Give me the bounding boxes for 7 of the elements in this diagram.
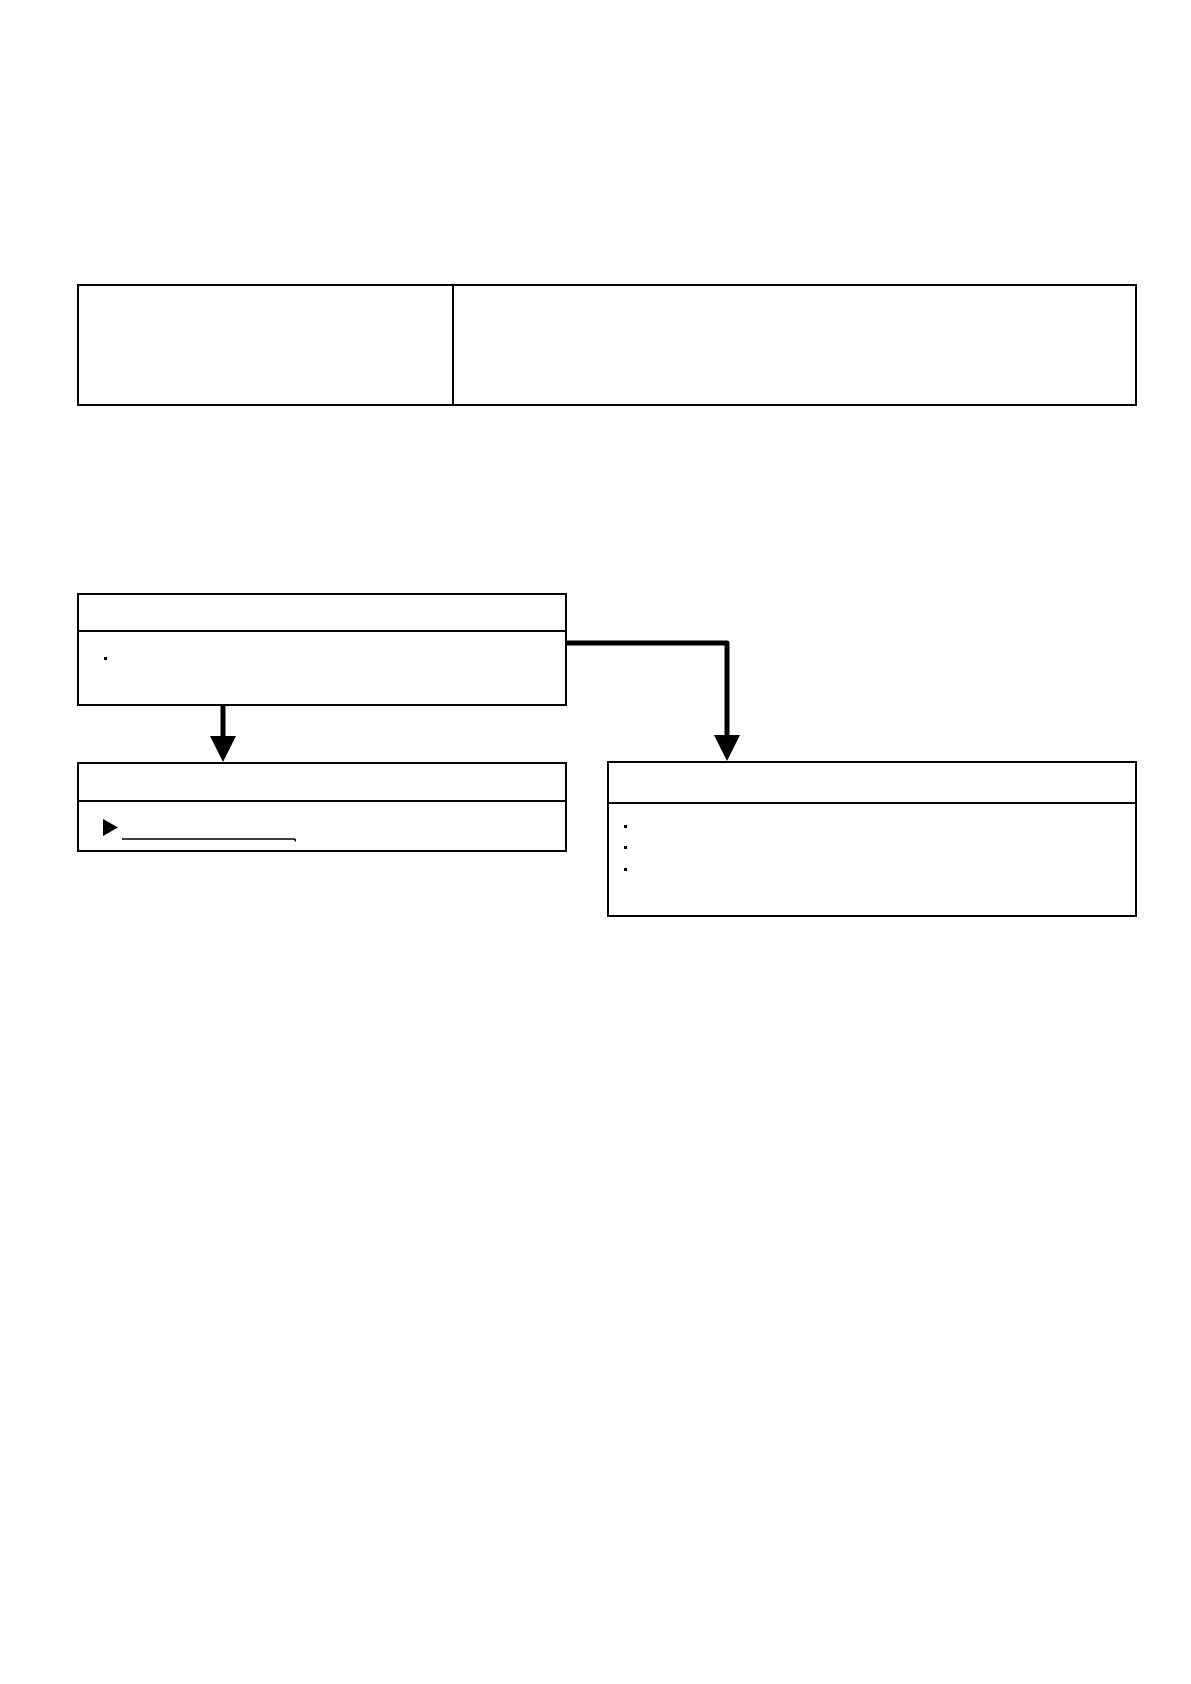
arrow bbox=[210, 706, 236, 762]
arrow bbox=[567, 640, 740, 761]
panel bbox=[607, 761, 1137, 917]
panel bbox=[77, 593, 567, 706]
table-cell bbox=[77, 284, 454, 406]
panel bbox=[77, 762, 567, 852]
table-cell bbox=[452, 284, 1137, 406]
